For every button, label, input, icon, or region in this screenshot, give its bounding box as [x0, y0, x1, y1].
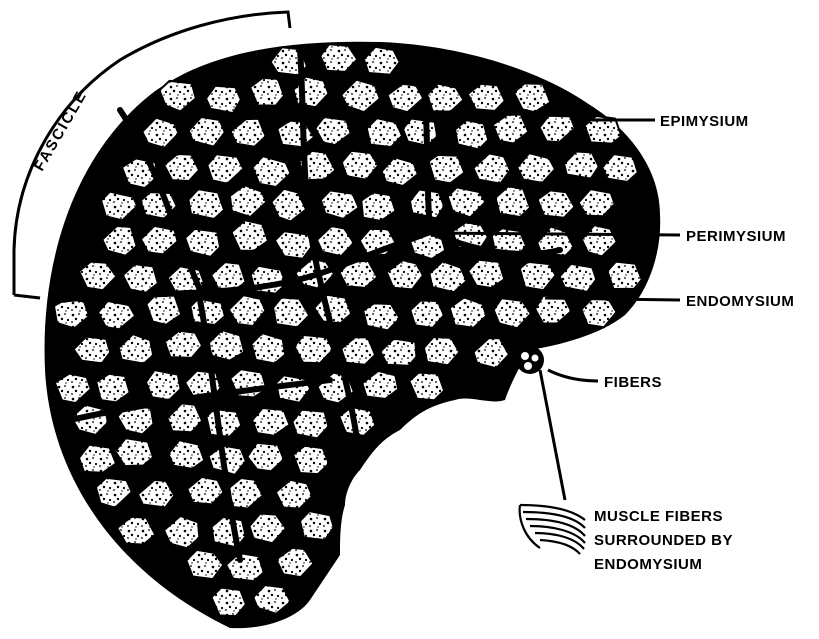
- label-muscle-fibers-line2: SURROUNDED BY: [594, 532, 733, 549]
- muscle-fiber-cell: [455, 120, 488, 149]
- muscle-fiber-cell: [607, 262, 641, 289]
- leader-perimysium: [425, 233, 680, 235]
- label-muscle-fibers-line3: ENDOMYSIUM: [594, 556, 702, 573]
- muscle-fiber-cell: [185, 229, 220, 257]
- label-endomysium: ENDOMYSIUM: [686, 293, 794, 310]
- fibers-callout-cluster: [516, 346, 544, 374]
- leader-fibers: [548, 370, 598, 381]
- leader-endomysium: [545, 298, 680, 300]
- muscle-fiber-cell: [300, 511, 334, 540]
- leader-muscle-fibers: [540, 370, 565, 500]
- muscle-fiber-cell: [188, 189, 224, 219]
- label-epimysium: EPIMYSIUM: [660, 113, 749, 130]
- muscle-fiber-cell: [206, 86, 241, 113]
- muscle-fiber-cell: [251, 333, 285, 363]
- muscle-fiber-cell: [293, 446, 329, 474]
- label-fascicle: FASCICLE: [31, 87, 91, 174]
- muscle-fiber-cell: [212, 517, 246, 548]
- muscle-fiber-bundle-icon: [520, 505, 585, 554]
- muscle-fiber-cell: [403, 119, 437, 146]
- label-muscle-fibers-line1: MUSCLE FIBERS: [594, 508, 723, 525]
- label-fibers: FIBERS: [604, 374, 662, 391]
- fascicle-bracket-tick: [14, 295, 40, 298]
- label-perimysium: PERIMYSIUM: [686, 228, 786, 245]
- muscle-fiber-cell: [190, 299, 225, 325]
